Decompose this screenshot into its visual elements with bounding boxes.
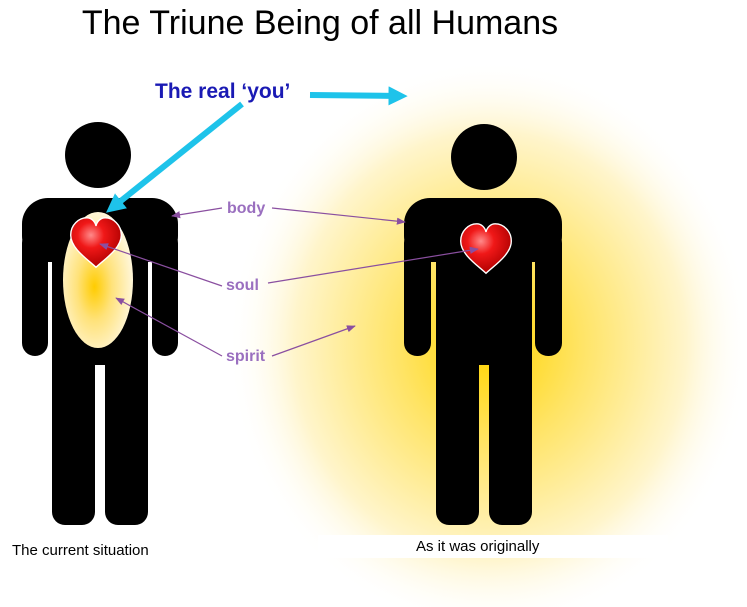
arrow-icon: [112, 104, 242, 208]
real-you-label: The real ‘you’: [155, 80, 290, 104]
arrow-icon: [172, 208, 222, 216]
spirit-label: spirit: [226, 348, 265, 366]
arrow-icon: [310, 95, 400, 96]
caption-current: The current situation: [12, 542, 149, 559]
body-label: body: [227, 200, 265, 218]
soul-label: soul: [226, 277, 259, 295]
caption-original: As it was originally: [416, 538, 539, 555]
page-title: The Triune Being of all Humans: [0, 4, 640, 43]
